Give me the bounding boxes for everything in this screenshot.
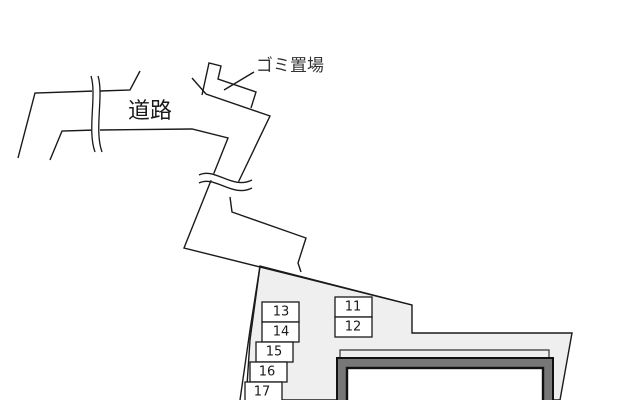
break-mark-middle	[198, 172, 253, 192]
parking-space-15[interactable]: 15	[255, 341, 294, 363]
svg-text:12: 12	[345, 320, 362, 335]
parking-space-11[interactable]: 11	[334, 296, 373, 318]
svg-text:14: 14	[273, 325, 290, 340]
svg-text:13: 13	[273, 305, 290, 320]
lot-left-boundary	[239, 265, 261, 400]
svg-text:16: 16	[259, 365, 276, 380]
svg-text:11: 11	[345, 300, 362, 315]
road-outline	[17, 70, 413, 306]
parking-space-14[interactable]: 14	[261, 321, 300, 343]
road-label: 道路	[128, 99, 172, 124]
garbage-area	[201, 62, 257, 109]
garbage-area-label: ゴミ置場	[256, 55, 324, 76]
break-mark-left	[90, 75, 103, 153]
parking-space-12[interactable]: 12	[334, 316, 373, 338]
svg-text:15: 15	[266, 345, 283, 360]
parking-space-17[interactable]: 17	[244, 381, 283, 400]
building	[336, 349, 554, 400]
garbage-area-leader-line	[223, 71, 255, 91]
parking-space-13[interactable]: 13	[261, 301, 300, 323]
parking-space-16[interactable]: 16	[249, 361, 288, 383]
svg-text:17: 17	[254, 385, 271, 400]
